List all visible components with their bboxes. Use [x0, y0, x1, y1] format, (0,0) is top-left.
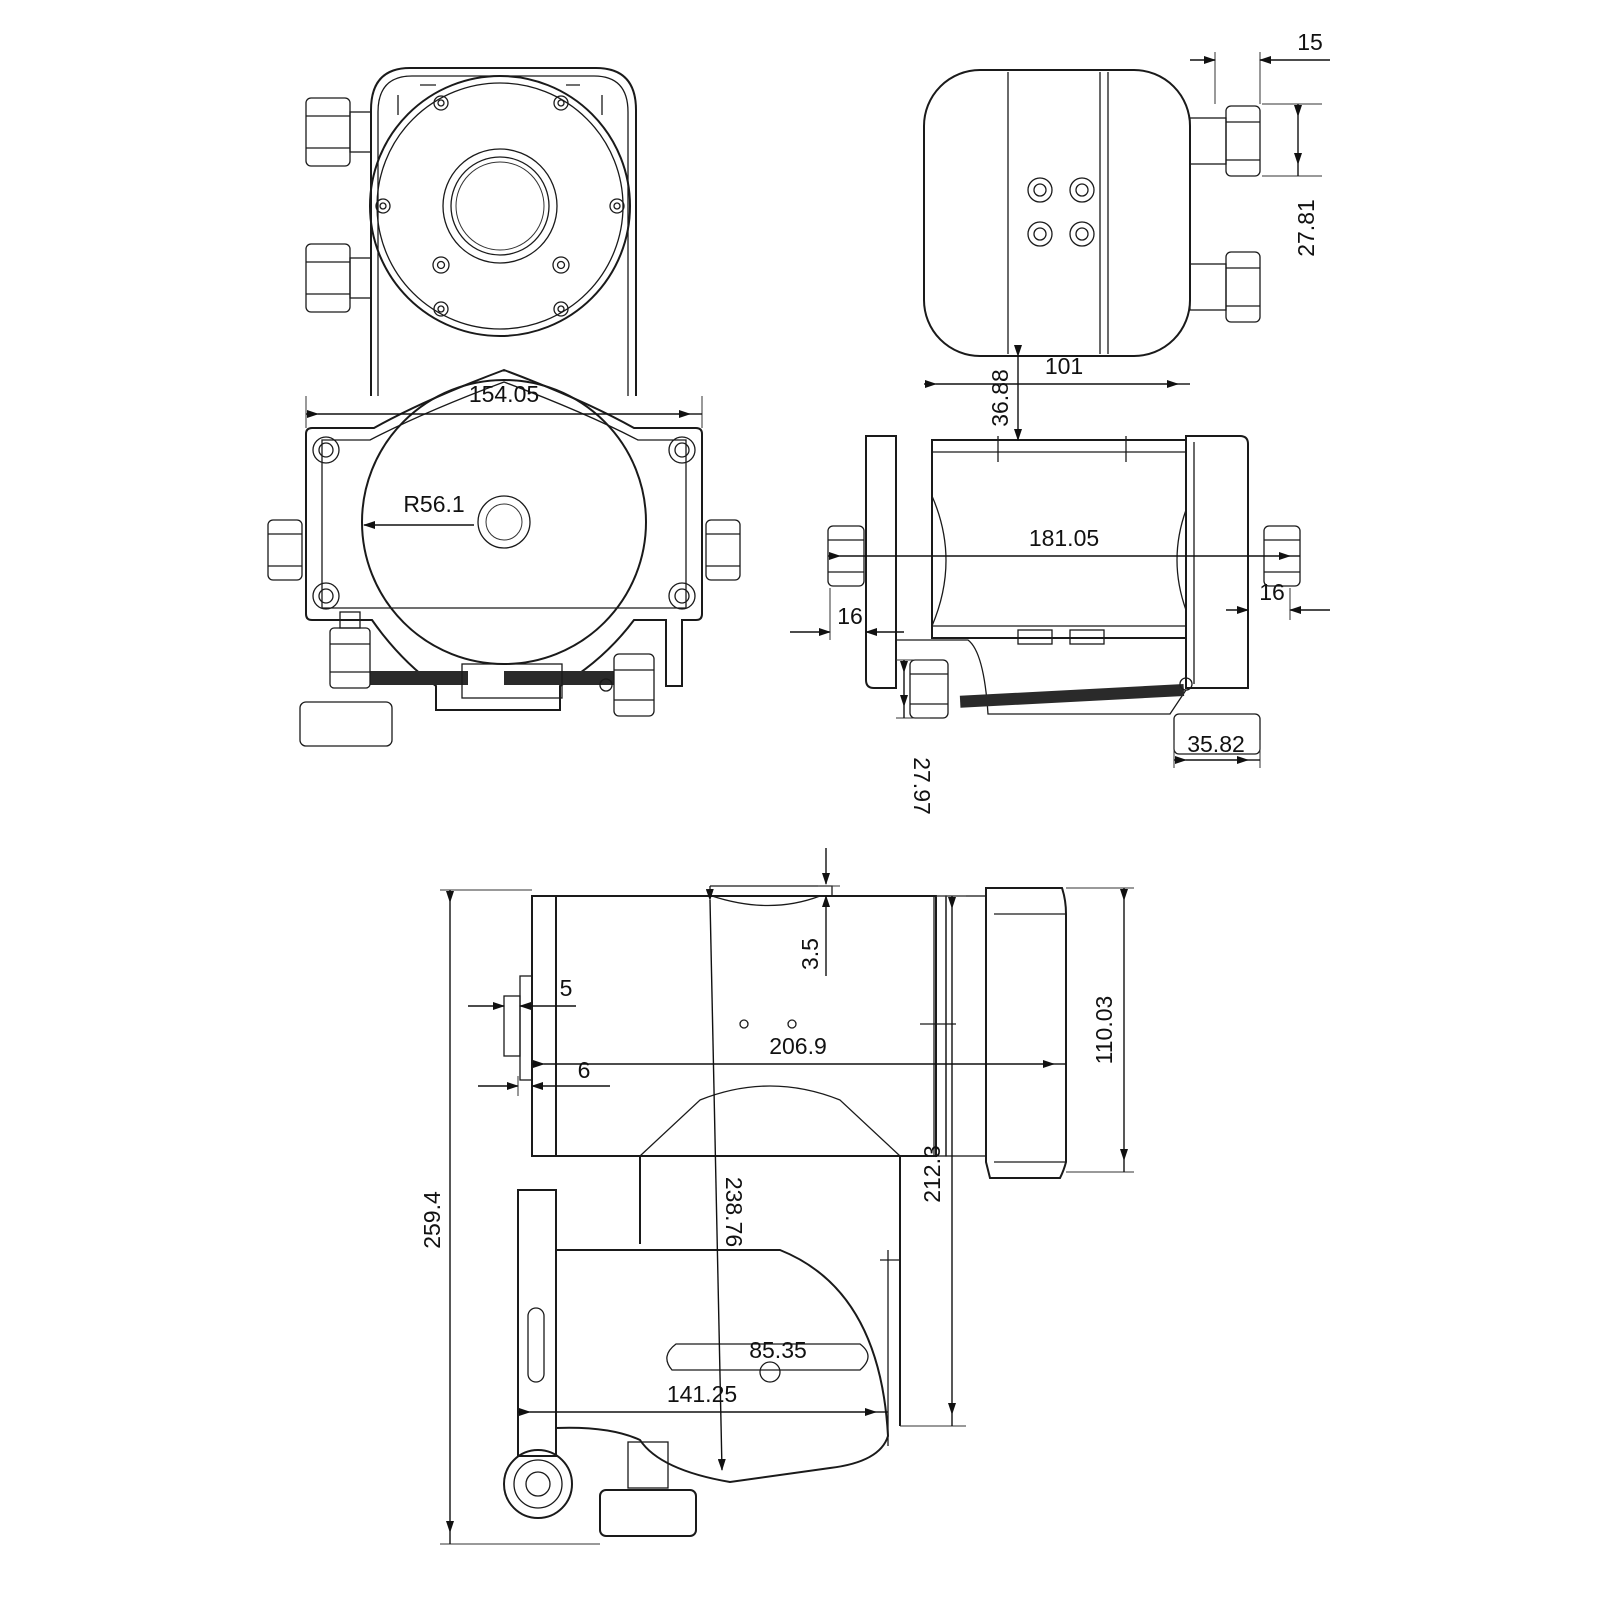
dim-bottom-length: 206.9	[769, 1033, 827, 1059]
dim-side-foot-width: 35.82	[1187, 731, 1245, 757]
dim-bottom-diagonal: 238.76	[721, 1177, 747, 1247]
dim-side-top-offset: 15	[1297, 29, 1323, 55]
dimension-labels: 154.05 R56.1 15 27.81 101 36.88 181.05 1…	[403, 29, 1322, 1407]
dim-bottom-slot: 85.35	[749, 1337, 807, 1363]
dim-side-left-offset: 16	[837, 603, 863, 629]
dim-bottom-mid-height: 212.3	[919, 1145, 945, 1203]
dim-side-height-upper: 27.81	[1293, 199, 1319, 257]
dim-bottom-total-height: 259.4	[419, 1191, 445, 1249]
dim-front-width: 154.05	[469, 381, 539, 407]
dim-bottom-plate-offset: 6	[578, 1057, 591, 1083]
dim-side-knob-height: 27.97	[909, 757, 935, 815]
dim-side-body-width: 101	[1045, 353, 1083, 379]
side-view	[790, 52, 1330, 768]
dim-bottom-knob-offset: 5	[560, 975, 573, 1001]
dim-side-total-width: 181.05	[1029, 525, 1099, 551]
dim-bottom-bracket-length: 141.25	[667, 1381, 737, 1407]
dim-bottom-top-gap: 3.5	[797, 938, 823, 970]
dim-side-right-offset: 16	[1259, 579, 1285, 605]
front-view	[267, 67, 741, 747]
bottom-view	[440, 848, 1134, 1545]
dim-side-vertical-gap: 36.88	[987, 369, 1013, 427]
dim-bottom-head-height: 110.03	[1091, 996, 1117, 1065]
dim-front-radius: R56.1	[403, 491, 464, 517]
